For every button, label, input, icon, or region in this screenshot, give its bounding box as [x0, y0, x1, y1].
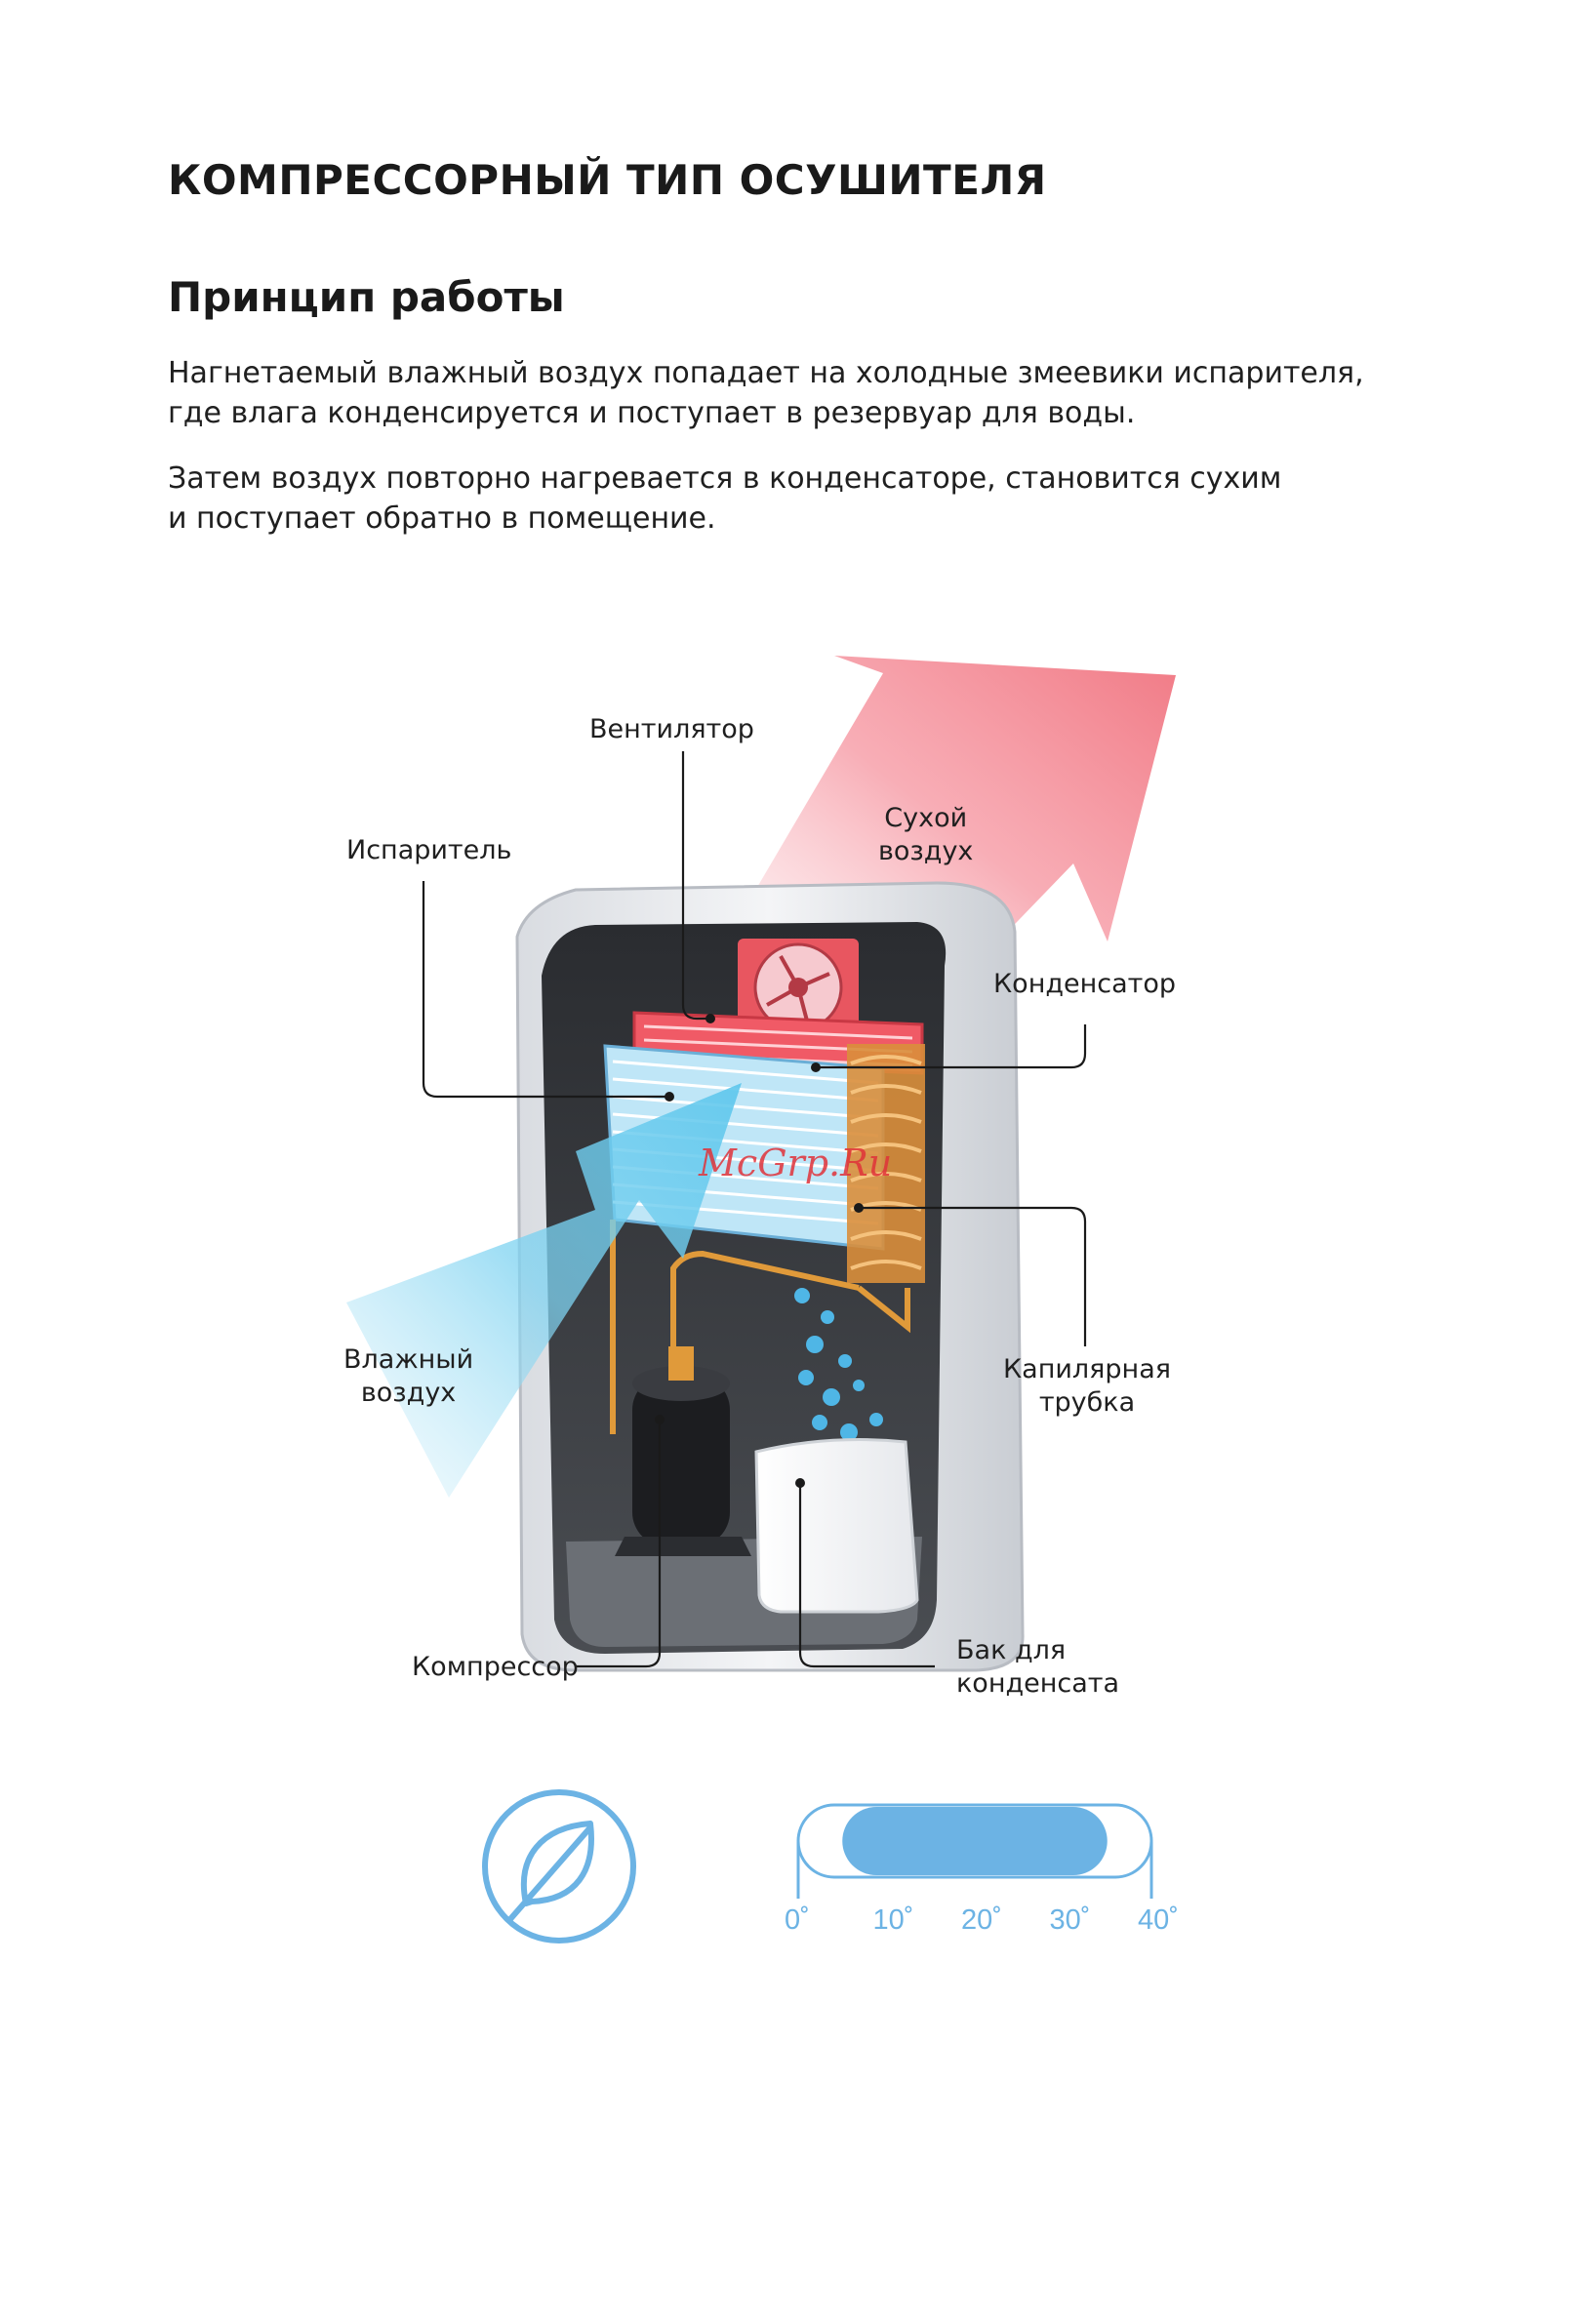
- humid-air-arrow: [346, 1083, 742, 1498]
- label-humid-air: Влажный воздух: [343, 1343, 473, 1410]
- leader-lines: [422, 751, 1087, 1668]
- tick-label: 0˚: [785, 1904, 810, 1936]
- tick-label: 40˚: [1138, 1904, 1179, 1936]
- label-line: конденсата: [956, 1668, 1120, 1699]
- label-dry-air: Сухой воздух: [878, 802, 973, 868]
- tick-label: 20˚: [961, 1904, 1002, 1936]
- paragraph-line: Затем воздух повторно нагревается в конд…: [168, 461, 1282, 496]
- watermark: McGrp.Ru: [699, 1142, 893, 1184]
- leader-dots: [655, 1014, 864, 1488]
- fan-illustration: [738, 939, 859, 1034]
- leaf-icon: [482, 1789, 636, 1943]
- page-title: КОМПРЕССОРНЫЙ ТИП ОСУШИТЕЛЯ: [168, 156, 1047, 204]
- paragraph-line: Нагнетаемый влажный воздух попадает на х…: [168, 356, 1364, 390]
- intro-paragraph: Нагнетаемый влажный воздух попадает на х…: [168, 353, 1436, 433]
- second-paragraph: Затем воздух повторно нагревается в конд…: [168, 459, 1436, 539]
- label-line: Капилярная: [1003, 1354, 1171, 1384]
- section-heading: Принцип работы: [168, 273, 565, 321]
- label-compressor: Компрессор: [412, 1652, 579, 1682]
- label-condensate-tank: Бак для конденсата: [956, 1634, 1119, 1701]
- temperature-range-fill: [842, 1807, 1108, 1875]
- label-line: воздух: [878, 836, 974, 866]
- label-capillary-tube: Капилярная трубка: [1003, 1353, 1171, 1420]
- label-line: трубка: [1038, 1387, 1136, 1418]
- pipework: [610, 1220, 910, 1434]
- paragraph-line: и поступает обратно в помещение.: [168, 501, 716, 536]
- label-line: Влажный: [343, 1344, 474, 1375]
- paragraph-line: где влага конденсируется и поступает в р…: [168, 396, 1136, 430]
- condensate-tank-illustration: [754, 1438, 919, 1614]
- label-line: воздух: [360, 1378, 457, 1408]
- label-evaporator: Испаритель: [346, 835, 512, 865]
- temperature-range-bar: [796, 1803, 1153, 1899]
- tick-label: 30˚: [1049, 1904, 1091, 1936]
- label-condenser: Конденсатор: [993, 969, 1177, 999]
- label-line: Бак для: [956, 1635, 1067, 1665]
- tick-label: 10˚: [872, 1904, 914, 1936]
- label-line: Сухой: [884, 803, 968, 833]
- label-fan: Вентилятор: [589, 714, 754, 744]
